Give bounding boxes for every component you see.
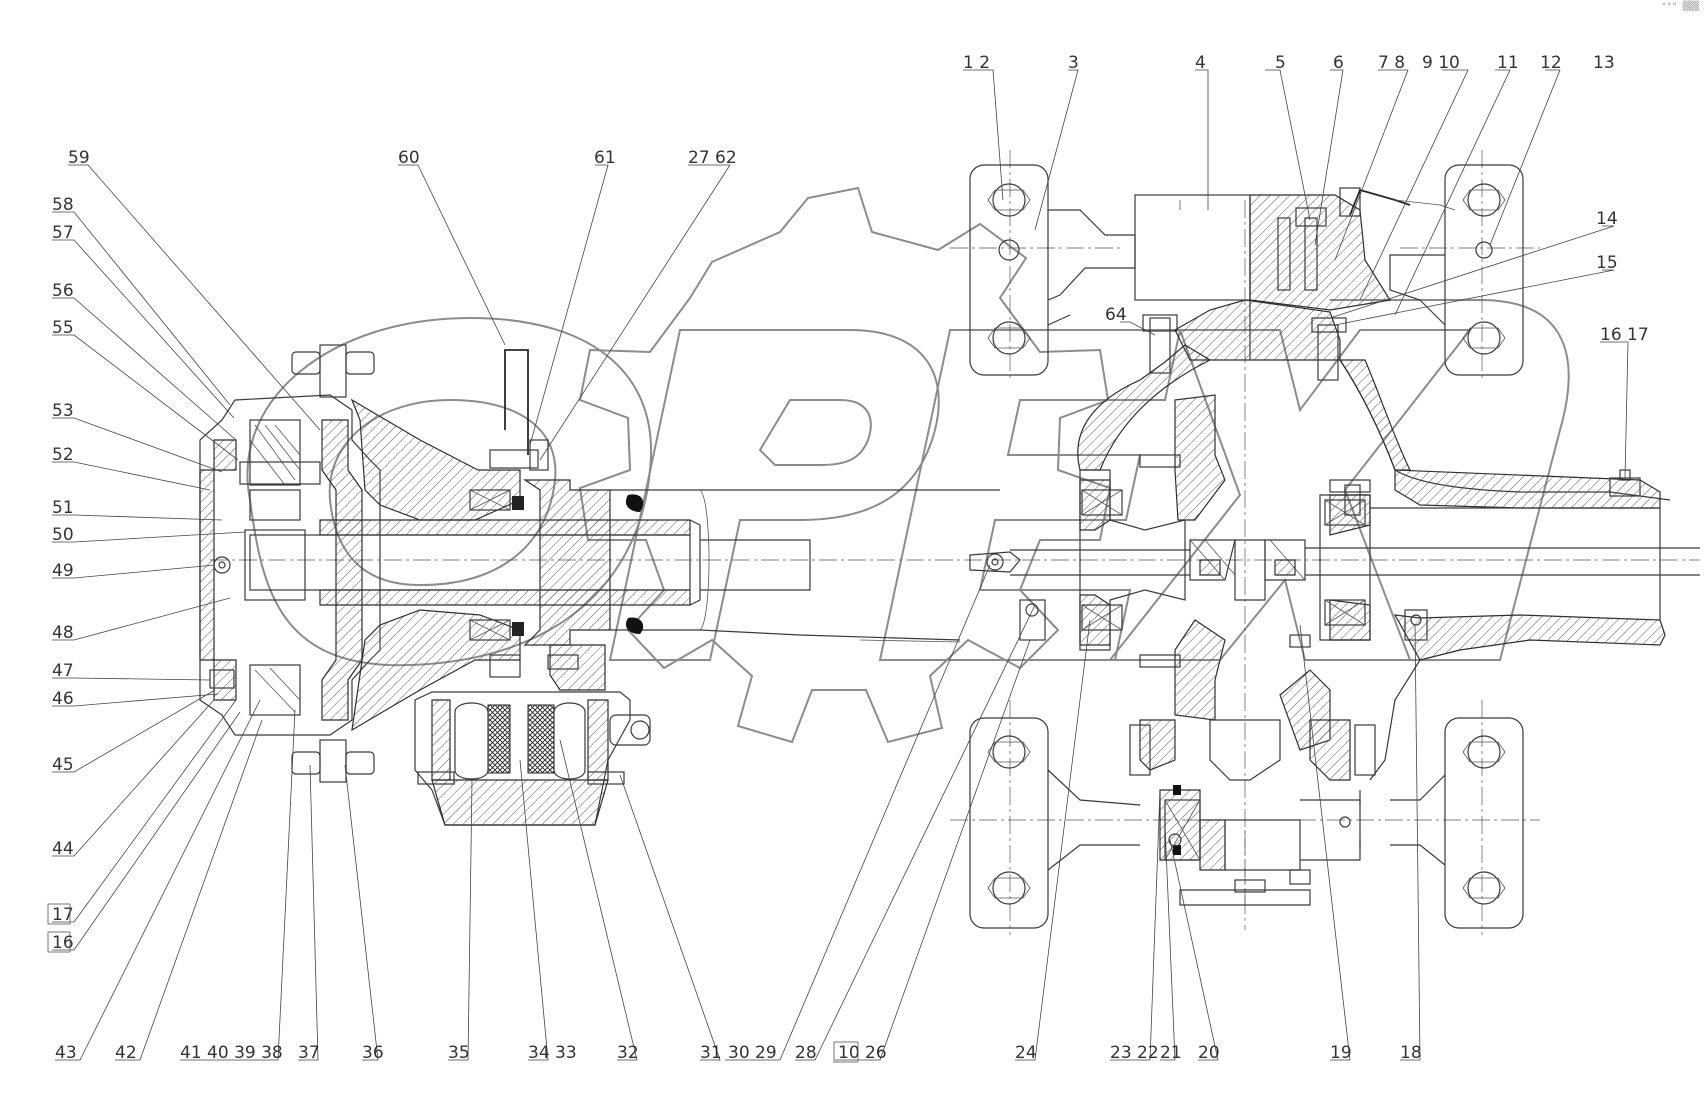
watermark-gear xyxy=(578,186,1112,744)
lower-left-bracket xyxy=(969,717,1141,929)
callout-61: 61 xyxy=(594,148,616,168)
callout-50: 50 xyxy=(52,525,74,545)
callout-16-boxed: 16 xyxy=(52,933,74,953)
callout-57: 57 xyxy=(52,223,74,243)
callout-37: 37 xyxy=(298,1043,320,1063)
callout-10-26: 10 26 xyxy=(838,1043,887,1063)
upper-left-bracket xyxy=(969,164,1136,376)
callout-28: 28 xyxy=(795,1043,817,1063)
main-reducer-housing xyxy=(1134,187,1456,381)
callout-15: 15 xyxy=(1596,253,1618,273)
corner-note: °°° ▒▒▒ xyxy=(1661,2,1699,12)
callout-36: 36 xyxy=(362,1043,384,1063)
box-16 xyxy=(47,931,71,953)
callout-12: 12 xyxy=(1540,53,1562,73)
callout-44: 44 xyxy=(52,839,74,859)
callout-60: 60 xyxy=(398,148,420,168)
callout-55: 55 xyxy=(52,318,74,338)
callout-45: 45 xyxy=(52,755,74,775)
callout-64: 64 xyxy=(1105,305,1127,325)
lower-right-bracket xyxy=(1359,717,1524,929)
differential xyxy=(1010,394,1700,906)
callout-1-2: 1 2 xyxy=(963,53,990,73)
callout-13: 13 xyxy=(1593,53,1615,73)
callout-17-boxed: 17 xyxy=(52,905,74,925)
callout-labels: 1 2 3 4 5 6 7 8 9 10 11 12 13 14 15 16 1… xyxy=(47,53,1649,1063)
brake-drum-assembly xyxy=(414,644,651,826)
callout-47: 47 xyxy=(52,661,74,681)
callout-43: 43 xyxy=(55,1043,77,1063)
callout-56: 56 xyxy=(52,281,74,301)
callout-51: 51 xyxy=(52,498,74,518)
box-10 xyxy=(833,1041,859,1063)
callout-31: 31 xyxy=(700,1043,722,1063)
callout-7-8: 7 8 xyxy=(1378,53,1405,73)
callout-6: 6 xyxy=(1333,53,1344,73)
callout-30-29: 30 29 xyxy=(728,1043,777,1063)
callout-20: 20 xyxy=(1198,1043,1220,1063)
callout-34-33: 34 33 xyxy=(528,1043,577,1063)
callout-27-62: 27 62 xyxy=(688,148,737,168)
callout-14: 14 xyxy=(1596,209,1618,229)
callout-46: 46 xyxy=(52,689,74,709)
callout-11: 11 xyxy=(1497,53,1519,73)
callout-19: 19 xyxy=(1330,1043,1352,1063)
callout-23-22: 23 22 xyxy=(1110,1043,1159,1063)
callout-42: 42 xyxy=(115,1043,137,1063)
upper-right-bracket xyxy=(1389,164,1524,376)
callout-58: 58 xyxy=(52,195,74,215)
callout-9-10: 9 10 xyxy=(1422,53,1460,73)
left-axle-shaft xyxy=(249,489,1021,643)
callout-32: 32 xyxy=(617,1043,639,1063)
callout-52: 52 xyxy=(52,445,74,465)
callout-5: 5 xyxy=(1275,53,1286,73)
axle-housing-right xyxy=(1077,344,1671,781)
callout-59: 59 xyxy=(68,148,90,168)
callout-21: 21 xyxy=(1160,1043,1182,1063)
callout-41-40-39-38: 41 40 39 38 xyxy=(180,1043,283,1063)
leader-lines xyxy=(52,69,1629,1061)
box-17 xyxy=(47,903,71,925)
callout-24: 24 xyxy=(1015,1043,1037,1063)
callout-3: 3 xyxy=(1068,53,1079,73)
callout-16-17: 16 17 xyxy=(1600,325,1649,345)
callout-49: 49 xyxy=(52,561,74,581)
callout-35: 35 xyxy=(448,1043,470,1063)
callout-4: 4 xyxy=(1195,53,1206,73)
callout-48: 48 xyxy=(52,623,74,643)
callout-18: 18 xyxy=(1400,1043,1422,1063)
callout-53: 53 xyxy=(52,401,74,421)
centerlines xyxy=(210,150,1700,935)
